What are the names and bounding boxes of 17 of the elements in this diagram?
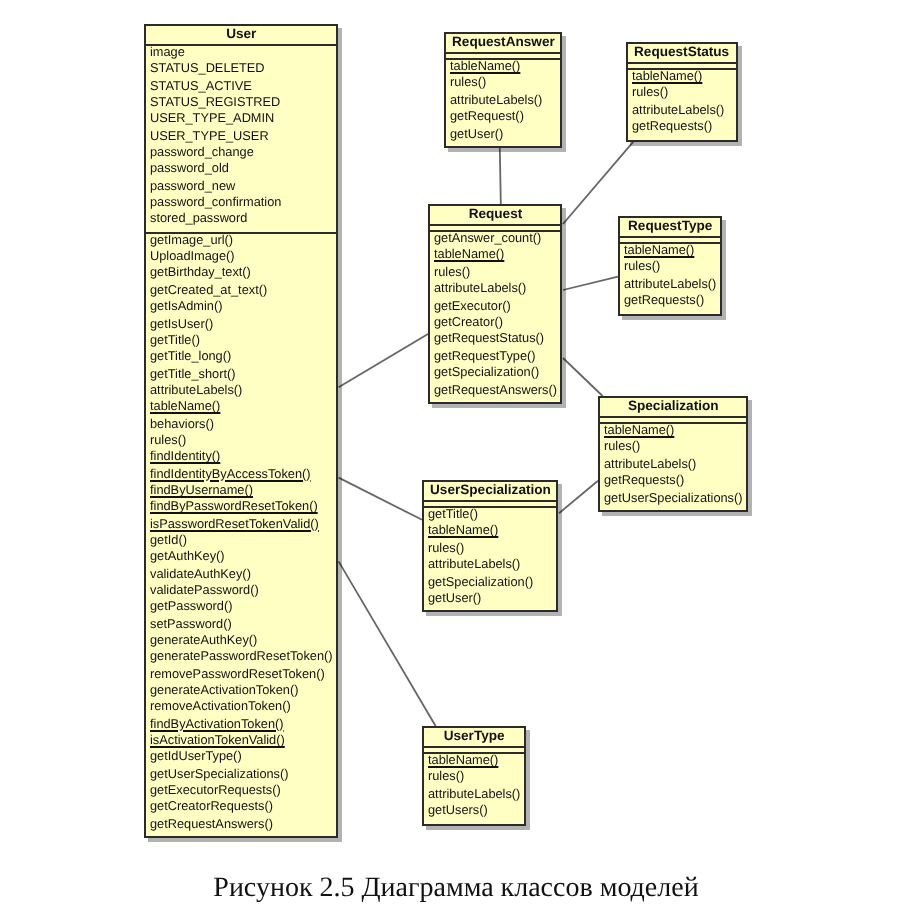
class-box <box>428 204 563 405</box>
figure-caption: Рисунок 2.5 Диаграмма классов моделей <box>213 874 699 906</box>
association-line <box>558 479 599 515</box>
class-box <box>422 480 559 613</box>
class-box <box>422 726 527 826</box>
association-line <box>498 147 502 205</box>
association-line <box>562 140 635 225</box>
class-box <box>144 24 339 839</box>
association-line <box>337 333 429 389</box>
association-line <box>562 275 619 291</box>
class-box <box>444 32 563 149</box>
class-box <box>598 396 749 513</box>
association-line <box>337 476 423 521</box>
class-box <box>618 216 723 316</box>
association-line <box>337 560 437 727</box>
class-box <box>626 42 738 142</box>
association-line <box>562 357 604 397</box>
